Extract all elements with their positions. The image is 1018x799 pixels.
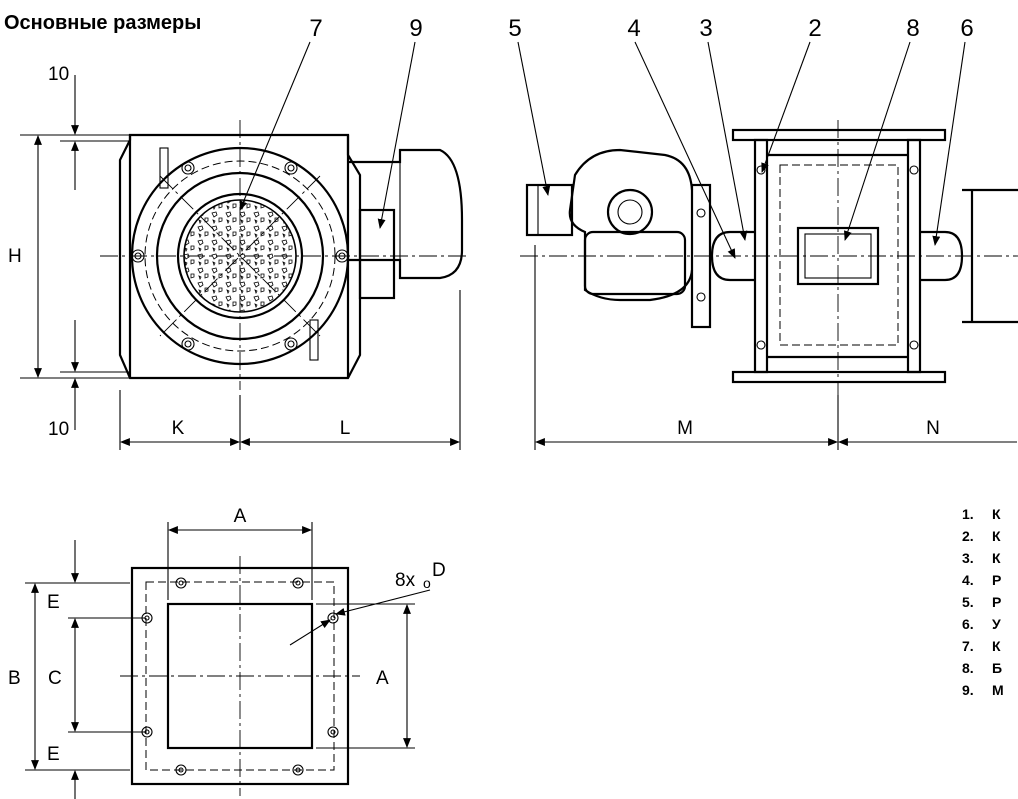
- gear-cover-round: [606, 188, 654, 236]
- callout-6: 6: [960, 15, 973, 42]
- dim-A-side: A: [376, 668, 389, 689]
- dim-N: N: [926, 418, 940, 439]
- dim-A-top: A: [234, 506, 247, 527]
- page-title: Основные размеры: [4, 12, 201, 34]
- callout-2: 2: [808, 15, 821, 42]
- parts-legend: 1. К 2. К 3. К 4. Р 5. Р 6. У 7. К 8. Б …: [962, 506, 1004, 698]
- terminal-box: [358, 208, 396, 300]
- legend-text-9: М: [992, 682, 1004, 698]
- dim-L: L: [340, 418, 351, 439]
- legend-num-9: 9.: [962, 682, 974, 698]
- legend-text-6: У: [992, 616, 1001, 632]
- callout-4: 4: [627, 15, 640, 42]
- dim-top-gap: 10: [48, 64, 69, 85]
- legend-num-4: 4.: [962, 572, 974, 588]
- callout-9: 9: [409, 15, 422, 42]
- callout-8: 8: [906, 15, 919, 42]
- top-flange: [731, 128, 947, 142]
- callout-7: 7: [309, 15, 322, 42]
- legend-text-2: К: [992, 528, 1001, 544]
- callout-3: 3: [699, 15, 712, 42]
- dimension-lines: [20, 75, 1017, 799]
- dim-E-top: E: [47, 592, 60, 613]
- flange-view: [120, 556, 360, 796]
- callout-leaders: [239, 41, 966, 259]
- dim-K: K: [172, 418, 185, 439]
- legend-text-8: Б: [992, 660, 1002, 676]
- callout-5: 5: [508, 15, 521, 42]
- legend-num-6: 6.: [962, 616, 974, 632]
- legend-num-1: 1.: [962, 506, 974, 522]
- legend-text-3: К: [992, 550, 1001, 566]
- dim-D: D: [432, 560, 446, 581]
- legend-text-4: Р: [992, 572, 1001, 588]
- diameter-symbol: o: [423, 575, 431, 591]
- legend-num-8: 8.: [962, 660, 974, 676]
- bottom-flange: [731, 370, 947, 384]
- dim-holes-count: 8x: [395, 570, 416, 591]
- dim-E-bottom: E: [47, 744, 60, 765]
- dim-bottom-gap: 10: [48, 419, 69, 440]
- legend-num-2: 2.: [962, 528, 974, 544]
- dim-C: C: [48, 668, 62, 689]
- legend-num-7: 7.: [962, 638, 974, 654]
- legend-text-7: К: [992, 638, 1001, 654]
- legend-num-5: 5.: [962, 594, 974, 610]
- legend-num-3: 3.: [962, 550, 974, 566]
- legend-text-5: Р: [992, 594, 1001, 610]
- dim-H: H: [8, 246, 22, 267]
- side-view: [520, 120, 1018, 395]
- legend-text-1: К: [992, 506, 1001, 522]
- front-view: [100, 120, 470, 390]
- drive-stub: [525, 183, 574, 237]
- gear-motor-body: [568, 148, 694, 302]
- dim-M: M: [677, 418, 693, 439]
- dim-B: B: [8, 668, 21, 689]
- motor-body: [348, 148, 464, 280]
